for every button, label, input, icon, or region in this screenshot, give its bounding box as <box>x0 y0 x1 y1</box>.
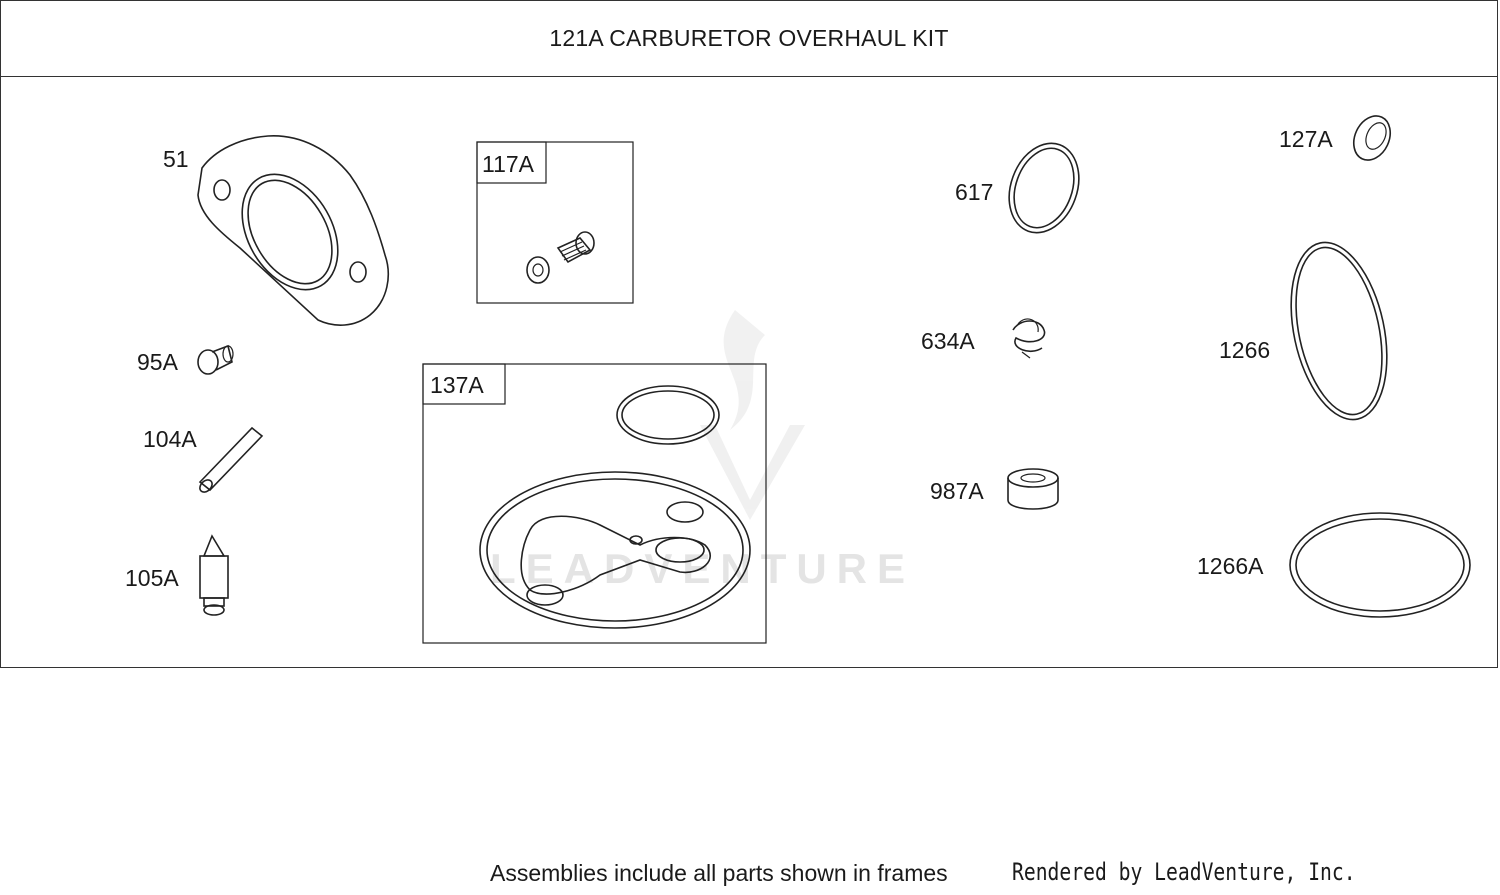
watermark-logo <box>700 310 805 520</box>
footer-note: Assemblies include all parts shown in fr… <box>490 860 948 886</box>
part-117A-assembly[interactable]: 117A <box>476 141 634 304</box>
label-51[interactable]: 51 <box>163 146 189 172</box>
part-105A-needle[interactable]: 105A <box>125 534 229 616</box>
label-127A[interactable]: 127A <box>1279 126 1333 152</box>
part-634A-spring[interactable]: 634A <box>921 318 1046 359</box>
part-95A-screw[interactable]: 95A <box>137 344 234 375</box>
part-127A-washer[interactable]: 127A <box>1279 110 1397 166</box>
label-1266A[interactable]: 1266A <box>1197 553 1264 579</box>
diagram-frame: 121A CARBURETOR OVERHAUL KIT <box>0 0 1498 668</box>
label-987A[interactable]: 987A <box>930 478 984 504</box>
label-1266[interactable]: 1266 <box>1219 337 1270 363</box>
label-117A[interactable]: 117A <box>482 151 535 177</box>
part-617-oring[interactable]: 617 <box>955 133 1091 242</box>
label-634A[interactable]: 634A <box>921 328 975 354</box>
part-104A-pin[interactable]: 104A <box>143 426 264 494</box>
part-1266-oring[interactable]: 1266 <box>1219 234 1402 429</box>
part-987A-bushing[interactable]: 987A <box>930 468 1059 510</box>
label-95A[interactable]: 95A <box>137 349 179 375</box>
watermark-text: LEADVENTURE <box>490 545 916 592</box>
label-617[interactable]: 617 <box>955 179 993 205</box>
part-1266A-ring[interactable]: 1266A <box>1197 512 1471 618</box>
label-104A[interactable]: 104A <box>143 426 197 452</box>
label-137A[interactable]: 137A <box>430 372 484 398</box>
footer-credit: Rendered by LeadVenture, Inc. <box>1012 858 1356 886</box>
part-137A-assembly[interactable]: 137A <box>422 363 767 644</box>
label-105A[interactable]: 105A <box>125 565 179 591</box>
diagram-title: 121A CARBURETOR OVERHAUL KIT <box>1 1 1497 77</box>
part-51-gasket[interactable]: 51 <box>163 135 390 326</box>
